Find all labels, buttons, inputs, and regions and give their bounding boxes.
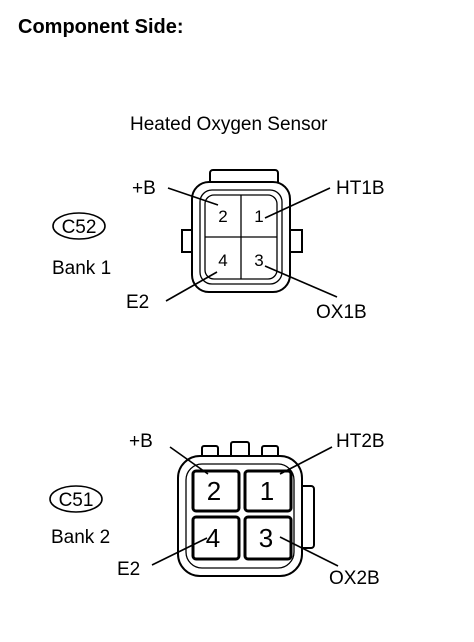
leader-lines: [151, 446, 339, 567]
label-plus-b: +B: [129, 431, 153, 452]
label-plus-b: +B: [132, 178, 156, 199]
label-e2: E2: [117, 559, 140, 580]
bank-label: Bank 1: [52, 258, 111, 279]
pin-2: 2: [218, 207, 227, 226]
pin-4: 4: [206, 523, 220, 553]
sensor-title: Heated Oxygen Sensor: [130, 114, 328, 135]
connector-housing: [177, 441, 315, 577]
pin-4: 4: [218, 251, 227, 270]
connector-bank1: C52 Bank 1 2 1 4 3 +B HT1B E2 OX1B: [52, 169, 385, 323]
label-ox2b: OX2B: [329, 568, 380, 589]
pin-2: 2: [207, 476, 221, 506]
pin-1: 1: [254, 207, 263, 226]
heading: Component Side:: [18, 16, 184, 38]
connector-code: C52: [62, 217, 97, 238]
pin-1: 1: [260, 476, 274, 506]
label-e2: E2: [126, 292, 149, 313]
label-ht2b: HT2B: [336, 431, 385, 452]
connector-code-oval: [49, 485, 103, 513]
label-ht1b: HT1B: [336, 178, 385, 199]
bank-label: Bank 2: [51, 527, 110, 548]
connector-housing: [181, 169, 303, 293]
connector-bank2: C51 Bank 2 2 1 4 3 +B HT2B E2 OX2B: [49, 431, 385, 589]
pin-3: 3: [254, 251, 263, 270]
leader-lines: [165, 187, 338, 302]
pin-3: 3: [259, 523, 273, 553]
label-ox1b: OX1B: [316, 302, 367, 323]
connector-code: C51: [59, 490, 94, 511]
connector-code-oval: [52, 212, 106, 240]
